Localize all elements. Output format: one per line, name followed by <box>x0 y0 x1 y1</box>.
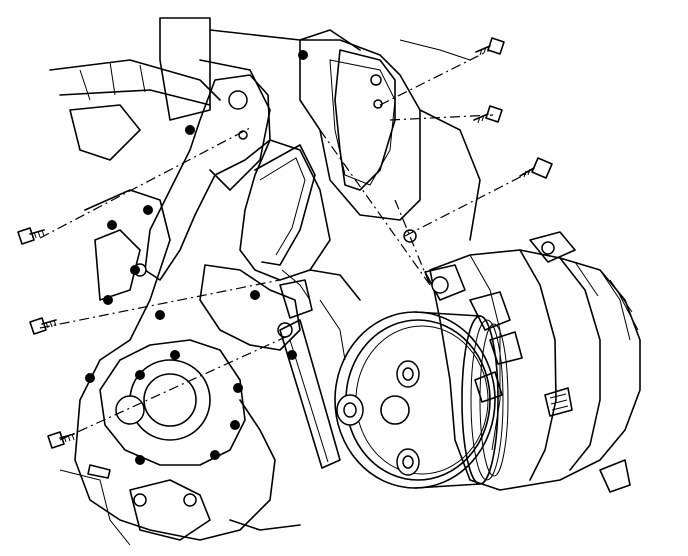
cover-bolt-heads <box>85 50 308 465</box>
loose-bolt-left-upper <box>17 227 45 245</box>
ac-compressor <box>424 231 641 493</box>
loose-bolt-left-middle <box>29 317 57 335</box>
assembly-center-lines <box>39 49 531 441</box>
drive-belt-outline <box>229 144 361 531</box>
upper-bracket-plate <box>334 49 417 243</box>
loose-bolt-right-top <box>475 37 505 56</box>
loose-bolt-left-lower <box>47 431 75 449</box>
engine-front-cover <box>59 189 276 546</box>
belt-tensioner-link <box>279 319 341 469</box>
loose-bolt-right-middle <box>473 105 503 124</box>
loose-bolt-right-lower <box>519 157 553 179</box>
engine-upper-structure <box>49 17 481 241</box>
clutch-hub-plate <box>336 360 420 476</box>
